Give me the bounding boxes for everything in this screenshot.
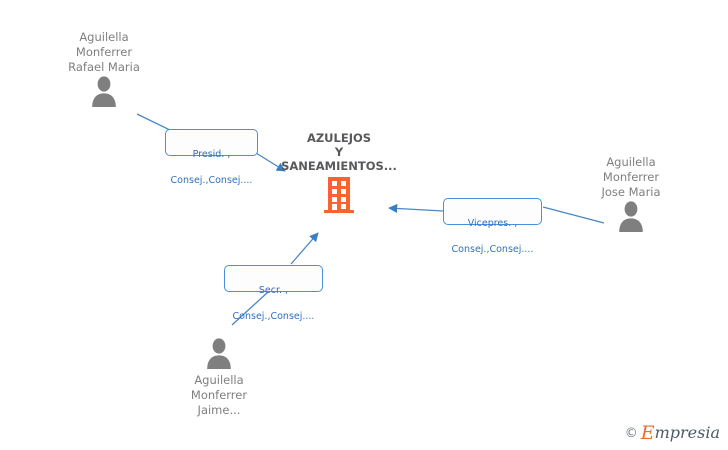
edge-role-to-company-secretary: [290, 232, 319, 265]
role-label-line1: Secr. ,: [258, 285, 289, 296]
role-label-vicepresident[interactable]: Vicepres. , Consej.,Consej....: [443, 198, 542, 255]
company-name: AZULEJOS Y SANEAMIENTOS...: [281, 131, 397, 173]
person-name-secretary: Aguilella Monferrer Jaime...: [190, 373, 248, 417]
role-label-secretary[interactable]: Secr. , Consej.,Consej....: [224, 265, 323, 322]
company-node[interactable]: AZULEJOS Y SANEAMIENTOS...: [244, 131, 434, 217]
watermark-empresia: © E mpresia: [625, 422, 720, 444]
brand-name: mpresia: [654, 423, 720, 442]
role-label-line2: Consej.,Consej....: [451, 244, 534, 255]
role-label-line2: Consej.,Consej....: [232, 311, 315, 322]
person-name-vicepresident: Aguilella Monferrer Jose Maria: [601, 155, 661, 199]
role-label-line1: Vicepres. ,: [467, 218, 518, 229]
company-icon-wrap: [244, 177, 434, 217]
person-node-secretary[interactable]: Aguilella Monferrer Jaime...: [144, 337, 294, 418]
copyright-symbol: ©: [624, 425, 638, 441]
edge-president-to-role: [136, 113, 173, 132]
role-label-line1: Presid. ,: [192, 149, 231, 160]
person-avatar-vicepresident: [556, 200, 706, 234]
person-avatar-president: [29, 75, 179, 109]
brand-initial: E: [640, 422, 655, 444]
person-avatar-secretary: [144, 337, 294, 371]
role-label-president[interactable]: Presid. , Consej.,Consej....: [165, 129, 258, 186]
role-label-line2: Consej.,Consej....: [170, 175, 253, 186]
person-icon: [207, 338, 231, 369]
person-icon: [92, 76, 116, 107]
person-node-vicepresident[interactable]: Aguilella Monferrer Jose Maria: [556, 155, 706, 234]
person-name-president: Aguilella Monferrer Rafael Maria: [68, 30, 140, 74]
person-icon: [619, 201, 643, 232]
building-icon: [324, 177, 354, 213]
person-node-president[interactable]: Aguilella Monferrer Rafael Maria: [29, 30, 179, 109]
